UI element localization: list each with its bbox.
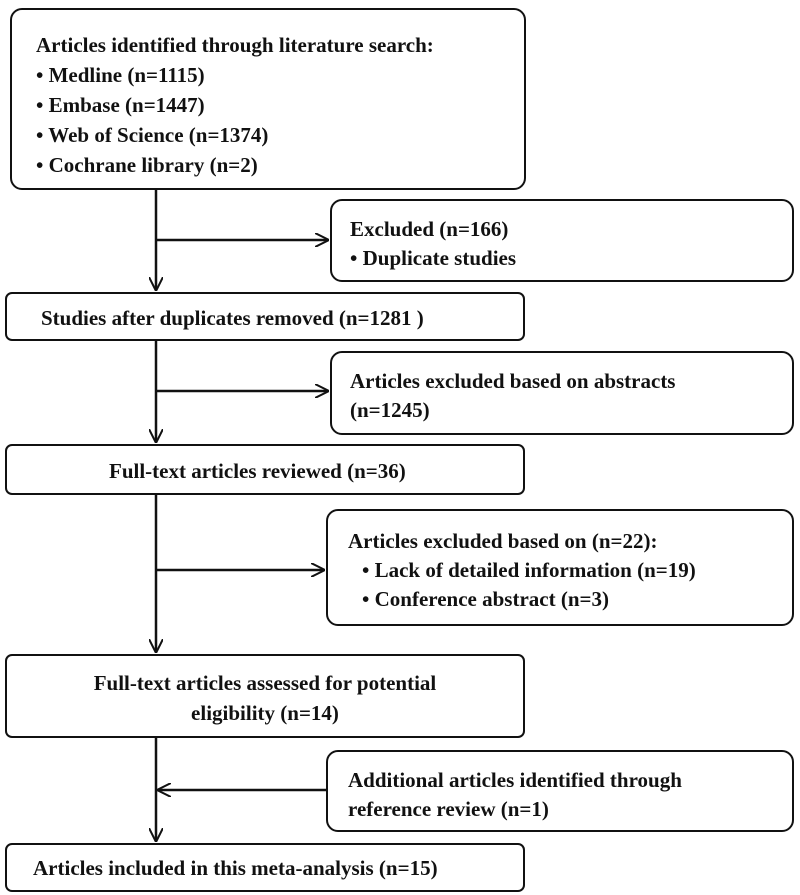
excluded-fulltext-reason-2: • Conference abstract (n=3)	[362, 587, 609, 611]
excluded-fulltext-reason-1: • Lack of detailed information (n=19)	[362, 558, 696, 582]
included-box: Articles included in this meta-analysis …	[5, 843, 525, 892]
source-cochrane: • Cochrane library (n=2)	[36, 153, 258, 177]
excluded-duplicates-reason: • Duplicate studies	[350, 246, 517, 270]
additional-articles-box: Additional articles identified through r…	[326, 750, 794, 832]
fulltext-reviewed-box: Full-text articles reviewed (n=36)	[5, 444, 525, 495]
identification-box: Articles identified through literature s…	[10, 8, 526, 190]
excluded-fulltext-title: Articles excluded based on (n=22):	[348, 529, 658, 553]
excluded-duplicates-title: Excluded (n=166)	[350, 217, 509, 241]
excluded-duplicates-box: Excluded (n=166) • Duplicate studies	[330, 199, 794, 282]
excluded-abstracts-line2: (n=1245)	[350, 398, 430, 422]
included-text: Articles included in this meta-analysis …	[33, 856, 438, 880]
assessed-line2: eligibility (n=14)	[191, 701, 339, 725]
excluded-abstracts-line1: Articles excluded based on abstracts	[350, 369, 676, 393]
source-medline: • Medline (n=1115)	[36, 63, 205, 87]
excluded-fulltext-box: Articles excluded based on (n=22): • Lac…	[326, 509, 794, 626]
after-duplicates-box: Studies after duplicates removed (n=1281…	[5, 292, 525, 341]
assessed-line1: Full-text articles assessed for potentia…	[93, 671, 437, 695]
excluded-abstracts-box: Articles excluded based on abstracts (n=…	[330, 351, 794, 435]
additional-line2: reference review (n=1)	[348, 797, 549, 821]
assessed-eligibility-box: Full-text articles assessed for potentia…	[5, 654, 525, 738]
identification-title: Articles identified through literature s…	[36, 33, 434, 57]
source-web-of-science: • Web of Science (n=1374)	[36, 123, 269, 147]
source-embase: • Embase (n=1447)	[36, 93, 205, 117]
additional-line1: Additional articles identified through	[348, 768, 682, 792]
after-duplicates-text: Studies after duplicates removed (n=1281…	[41, 306, 424, 330]
fulltext-reviewed-text: Full-text articles reviewed (n=36)	[109, 459, 406, 483]
